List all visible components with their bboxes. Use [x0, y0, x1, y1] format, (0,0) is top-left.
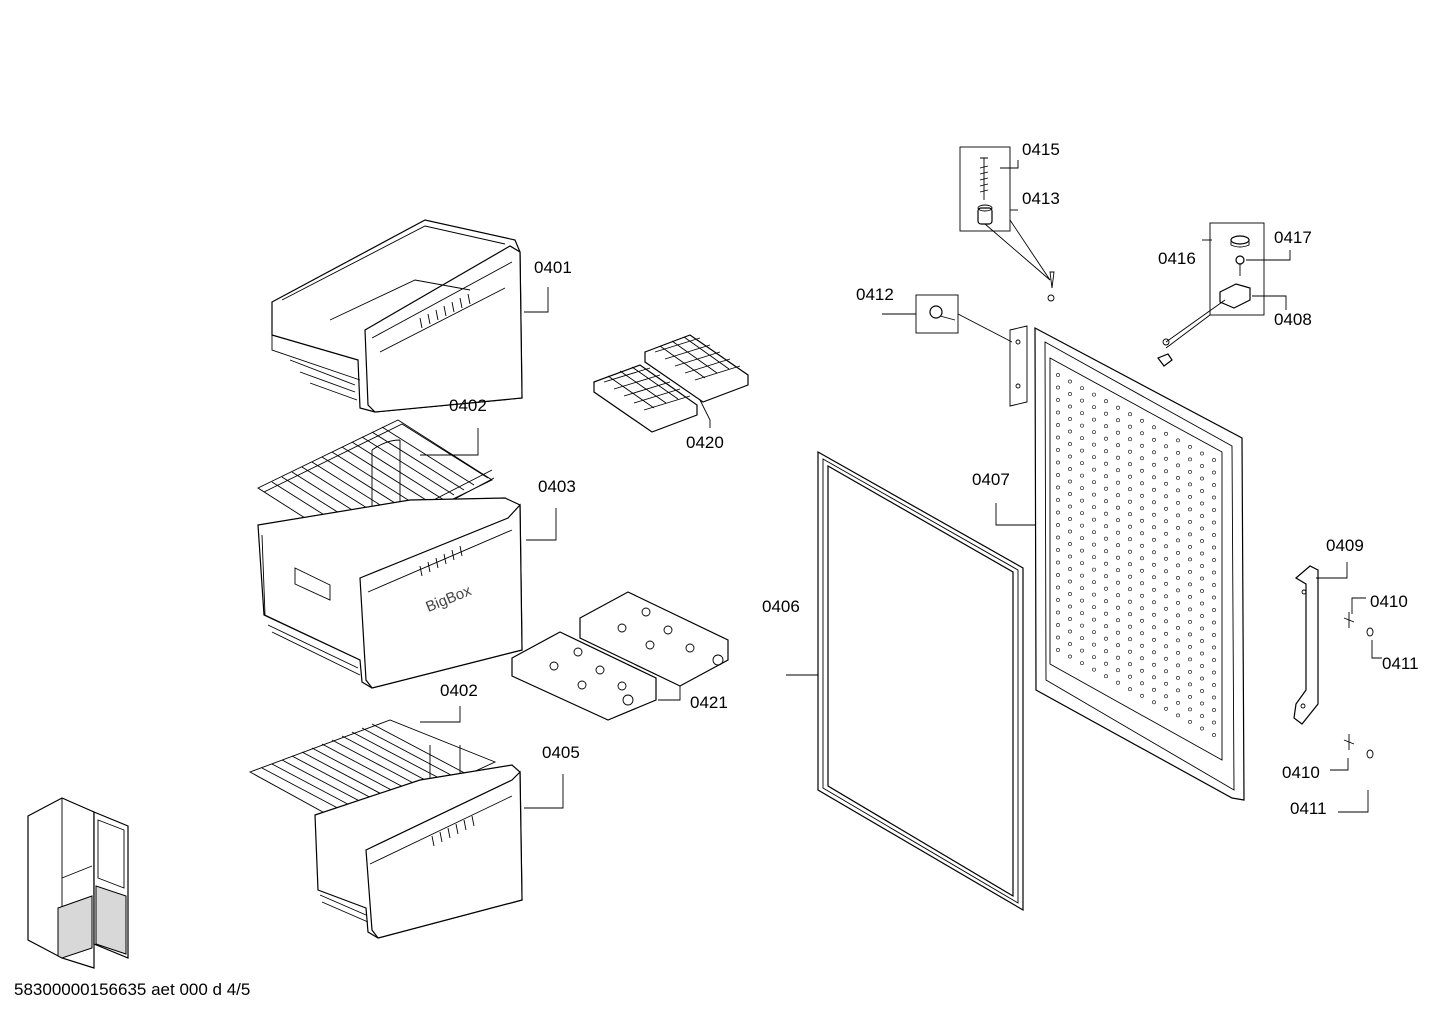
callout-leader-lines: [420, 160, 1382, 813]
label-0409: 0409: [1326, 536, 1364, 555]
label-0405: 0405: [542, 743, 580, 762]
label-0407: 0407: [972, 470, 1010, 489]
label-0417: 0417: [1274, 228, 1312, 247]
label-0416: 0416: [1158, 249, 1196, 268]
screws-and-caps-0410-0411: [1343, 612, 1374, 759]
label-0415: 0415: [1022, 140, 1060, 159]
label-0420: 0420: [686, 433, 724, 452]
screw-box-0415-0413: [959, 146, 1055, 302]
label-0402-upper: 0402: [449, 396, 487, 415]
label-0421: 0421: [690, 693, 728, 712]
door-gasket-0406: [817, 450, 1024, 912]
hinge-strip: [1009, 325, 1028, 407]
ice-trays-0420: [593, 334, 749, 433]
label-0413: 0413: [1022, 189, 1060, 208]
label-0412: 0412: [856, 285, 894, 304]
drawing-reference-code: 58300000156635 aet 000 d 4/5: [14, 980, 251, 999]
drawer-0405: [314, 764, 523, 939]
label-0408: 0408: [1274, 310, 1312, 329]
door-dimple-pattern: [1056, 373, 1216, 737]
door-panel-0407: [1034, 327, 1245, 801]
hinge-parts-box-0416-0417-0408: [1157, 222, 1265, 367]
drawer-0403-bigbox: BigBox: [257, 497, 523, 689]
label-0402-lower: 0402: [440, 681, 478, 700]
label-0406: 0406: [762, 597, 800, 616]
cold-packs-0421: [511, 591, 729, 721]
label-0411-upper: 0411: [1382, 654, 1419, 673]
part-number-labels: 0401 0402 0403 0402 0405 0420 0421 0406 …: [440, 140, 1419, 818]
label-0403: 0403: [538, 477, 576, 496]
fridge-location-icon: [27, 797, 129, 969]
door-handle-0409: [1293, 565, 1319, 725]
label-0401: 0401: [534, 258, 572, 277]
label-0410-upper: 0410: [1370, 592, 1408, 611]
label-0411-lower: 0411: [1290, 799, 1327, 818]
label-0410-lower: 0410: [1282, 763, 1320, 782]
drawer-0401: [271, 219, 523, 413]
hinge-bushing-0412: [915, 294, 1013, 343]
